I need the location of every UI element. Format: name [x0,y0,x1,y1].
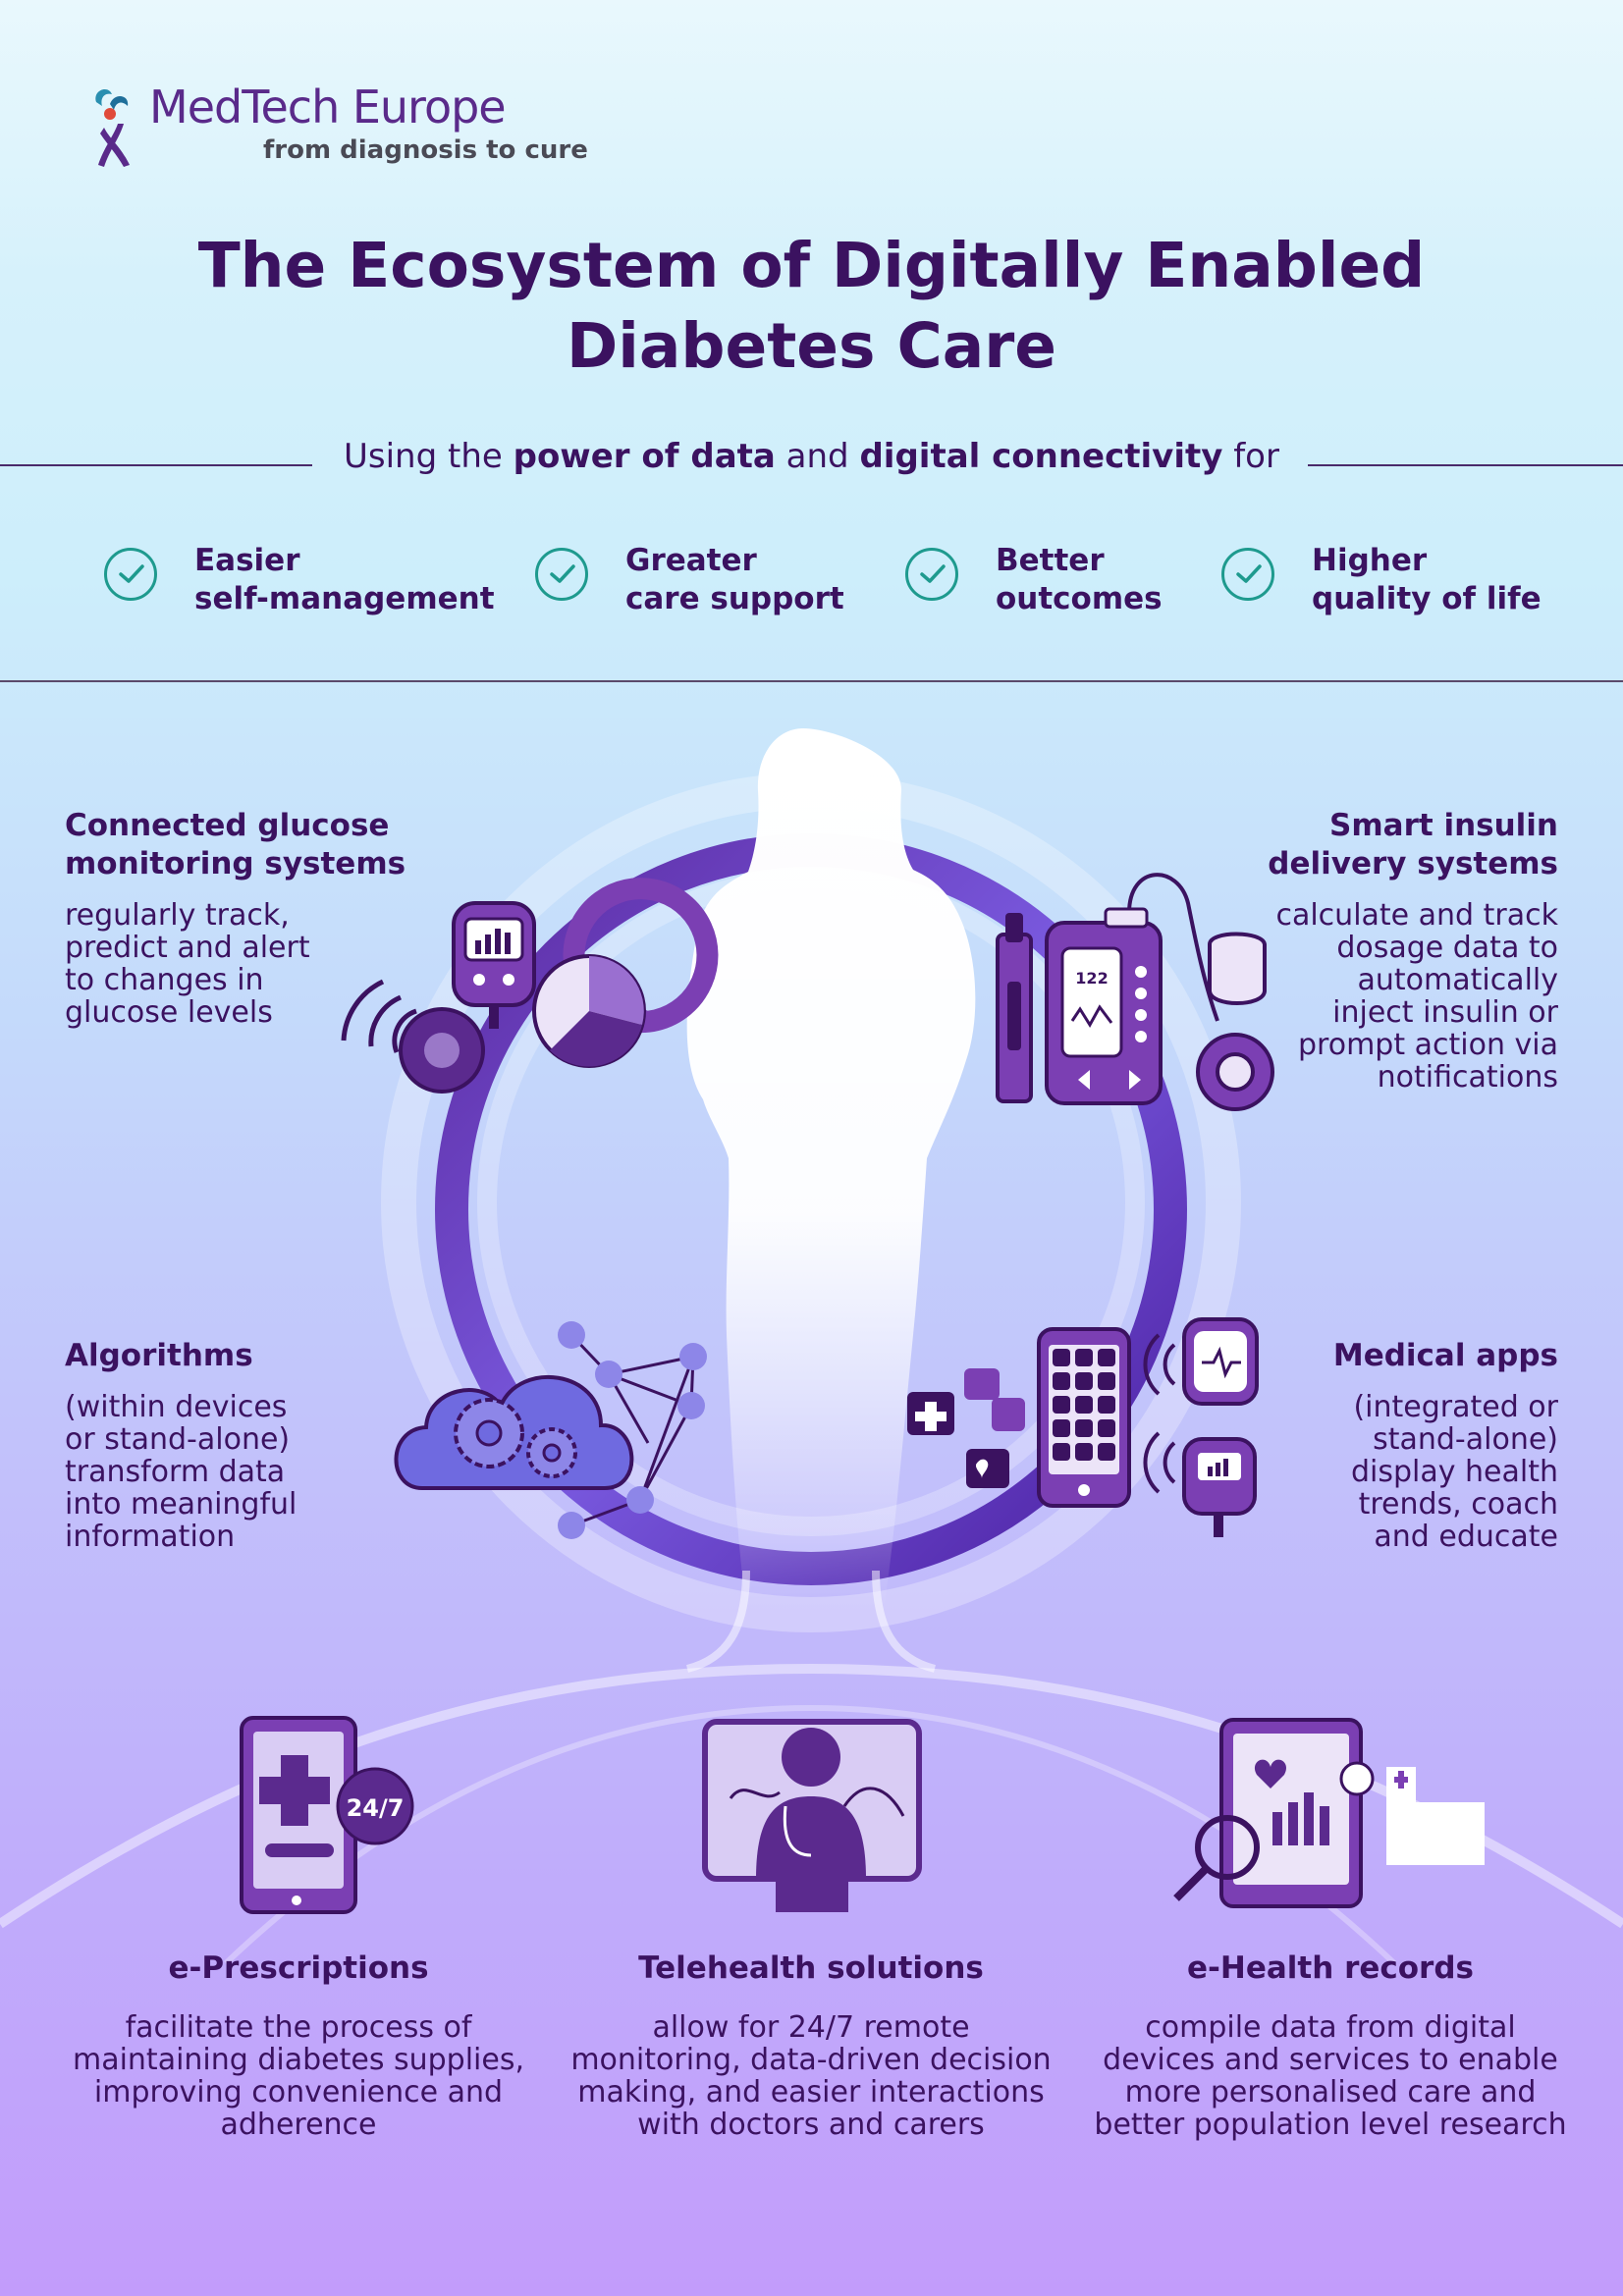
feature-title: e-Health records [1186,1950,1474,1986]
feature-telehealth: Telehealth solutions allow for 24/7 remo… [566,1949,1056,2141]
desc-line: with doctors and carers [637,2108,985,2142]
desc-line: maintaining diabetes supplies, [72,2043,525,2077]
desc-line: information [65,1520,236,1554]
ehealth-records-icon [1173,1718,1485,1908]
page-title: The Ecosystem of Digitally Enabled Diabe… [0,226,1623,387]
benefit-line: care support [625,581,844,616]
feature-title: Algorithms [65,1338,253,1373]
benefit-line: Greater [625,543,757,578]
network-arc [685,1570,937,1673]
feature-title: Medical apps [1332,1338,1558,1373]
title-line: monitoring systems [65,846,406,881]
benefit-line: outcomes [996,581,1163,616]
title-line-1: The Ecosystem of Digitally Enabled [197,230,1426,301]
ecosystem-illustration: 122 [0,728,1623,1966]
desc-line: devices and services to enable [1103,2043,1558,2077]
logo-mark-icon [95,88,130,167]
check-icon [104,548,157,601]
check-icon [905,548,958,601]
desc-line: to changes in [65,963,264,997]
desc-line: automatically [1357,963,1558,997]
desc-line: making, and easier interactions [577,2075,1045,2109]
title-line-2: Diabetes Care [566,310,1057,382]
feature-title: Telehealth solutions [638,1950,984,1986]
desc-line: improving convenience and [93,2075,504,2109]
benefit-line: self-management [194,581,495,616]
desc-line: adherence [220,2108,377,2142]
desc-line: inject insulin or [1332,995,1558,1030]
subtitle-part: and [775,437,860,476]
logo [90,84,141,169]
title-line: delivery systems [1268,846,1558,881]
brand-tagline: from diagnosis to cure [263,135,588,165]
eprescription-tablet-icon: 24/7 [240,1716,414,1914]
desc-line: facilitate the process of [125,2010,472,2045]
feature-title: e-Prescriptions [168,1950,429,1986]
subtitle-emphasis: power of data [513,437,776,476]
divider-right [1308,464,1623,466]
title-line: Connected glucose [65,808,390,843]
insulin-pump-icon: 122 [996,873,1274,1111]
desc-line: calculate and track [1275,898,1558,933]
desc-line: or stand-alone) [65,1422,291,1457]
brand-name: MedTech Europe [149,80,507,133]
subtitle-part: Using the [344,437,514,476]
desc-line: stand-alone) [1373,1422,1558,1457]
feature-eprescriptions: e-Prescriptions facilitate the process o… [53,1949,544,2141]
desc-line: display health [1350,1455,1558,1489]
title-line: Smart insulin [1329,808,1558,843]
subtitle-part: for [1222,437,1279,476]
telehealth-doctor-icon [702,1719,922,1912]
subtitle: Using the power of data and digital conn… [0,437,1623,476]
desc-line: compile data from digital [1145,2010,1516,2045]
algorithm-cloud-icon [394,1321,707,1539]
person-silhouette-icon [686,728,976,1610]
desc-line: (integrated or [1353,1390,1558,1424]
desc-line: into meaningful [65,1487,298,1522]
desc-line: and educate [1374,1520,1558,1554]
desc-line: regularly track, [65,898,290,933]
desc-line: allow for 24/7 remote [652,2010,970,2045]
desc-line: dosage data to [1336,931,1558,965]
divider-left [0,464,312,466]
check-icon [535,548,588,601]
benefit-line: Higher [1312,543,1428,578]
desc-line: predict and alert [65,931,310,965]
desc-line: prompt action via [1298,1028,1558,1062]
desc-line: trends, coach [1358,1487,1558,1522]
medical-app-phone-icon [907,1317,1259,1537]
glucose-monitor-icon [341,878,719,1094]
benefit-line: Better [996,543,1105,578]
desc-line: more personalised care and [1124,2075,1537,2109]
benefit-line: quality of life [1312,581,1542,616]
desc-line: transform data [65,1455,286,1489]
desc-line: better population level research [1094,2108,1567,2142]
benefit-line: Easier [194,543,300,578]
desc-line: glucose levels [65,995,273,1030]
pump-reading: 122 [1075,969,1108,988]
rx-hours-label: 24/7 [347,1794,405,1822]
feature-ehealth-records: e-Health records compile data from digit… [1080,1949,1581,2141]
desc-line: (within devices [65,1390,288,1424]
desc-line: monitoring, data-driven decision [570,2043,1052,2077]
check-icon [1221,548,1274,601]
desc-line: notifications [1377,1060,1558,1095]
subtitle-emphasis: digital connectivity [859,437,1223,476]
section-divider [0,680,1623,682]
